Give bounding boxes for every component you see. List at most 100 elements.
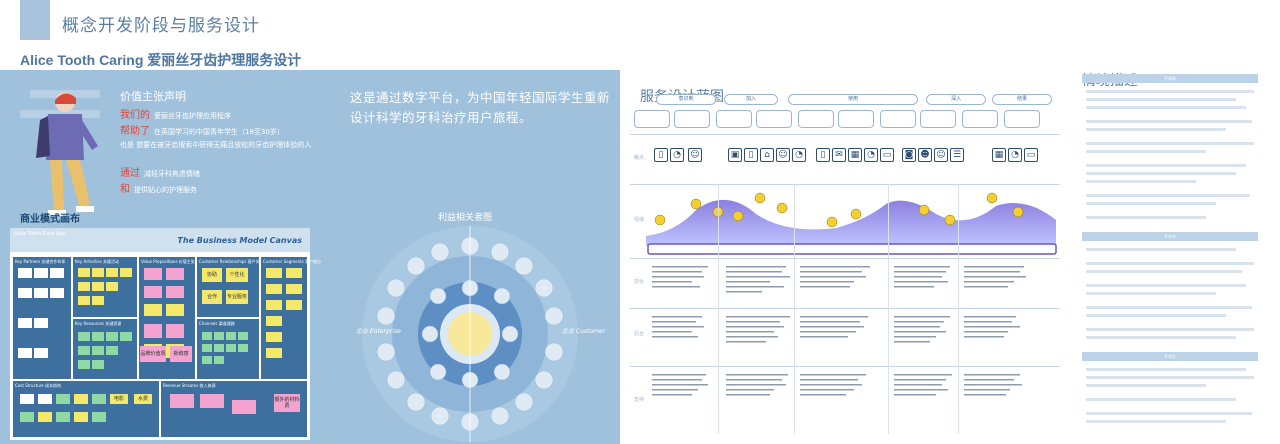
blueprint-step-box [674,110,710,128]
sticky-note [166,304,184,316]
sticky-note [78,346,90,355]
project-title: Alice Tooth Caring 爱丽丝牙齿护理服务设计 [20,52,302,68]
sticky-note [106,268,118,277]
scenario-text-line [1086,262,1254,265]
bmc-header: Alice Tooth Care App The Business Model … [10,228,310,252]
sticky-note [286,284,302,294]
doctor-icon: ☻ [918,148,932,162]
message-icon: ✉ [832,148,846,162]
phone-icon: ▯ [816,148,830,162]
sticky-note [50,268,64,278]
sticky-note [92,332,104,341]
sticky-note [232,400,256,414]
service-blueprint: 意识到 加入 使用 深入 结果 触点 情绪 前台 后台 支持 ▯ ◔ ☺ ▣ ▯… [630,86,1060,442]
sticky-note [106,346,118,355]
chat-icon: ◔ [670,148,684,162]
chat-icon: ◔ [864,148,878,162]
phone-icon: ▯ [654,148,668,162]
phone-icon: ▯ [744,148,758,162]
scenario-text-line [1086,420,1226,423]
sticky-note [92,360,104,369]
scenario-text-line [1086,284,1246,287]
column-divider [888,184,889,434]
business-model-canvas: Alice Tooth Care App The Business Model … [10,228,321,440]
sticky-note-movie: 电影 [110,394,128,404]
lane-label: 情绪 [633,217,644,223]
value-prop-line: 我们的爱丽丝牙齿护理应用程序 [120,110,231,121]
scenario-text-line [1086,194,1250,197]
scenario-text-line [1086,142,1254,145]
people-icon: ☺ [688,148,702,162]
sticky-note [144,304,162,316]
scenario-text-line [1086,164,1246,167]
scenario-text-line [1086,172,1236,175]
blueprint-text-blocks [652,266,1026,396]
scenario-text-line [1086,128,1226,131]
sticky-note [286,300,302,310]
sticky-note [266,268,282,278]
scenario-text-line [1086,180,1196,183]
scenario-head-before: 手术前 [1082,74,1258,83]
sticky-note [50,288,64,298]
lane-divider [630,134,1060,135]
blueprint-step-box [920,110,956,128]
lane-label: 后台 [633,331,644,337]
sticky-note [202,344,212,352]
header-accent-block [20,0,50,40]
stakeholder-map [362,226,578,442]
people-icon: ☺ [934,148,948,162]
scenario-column: 手术前 手术中 手术后 [1082,70,1258,442]
sticky-note [74,412,88,422]
scenario-text-line [1086,90,1254,93]
sticky-note [214,332,224,340]
blueprint-step-box [798,110,834,128]
calendar-icon: ▦ [992,148,1006,162]
bus-icon: ▣ [728,148,742,162]
sticky-note [92,268,104,277]
scenario-text-line [1086,248,1236,251]
people-icon: ☺ [776,148,790,162]
blueprint-step-box [880,110,916,128]
sticky-note [238,344,248,352]
lane-divider [630,308,1060,309]
scenario-text-line [1086,412,1252,415]
scenario-head-after: 手术后 [1082,352,1258,361]
sticky-note-personalized: 个性化 [226,268,248,282]
sticky-note [92,296,104,305]
scenario-text-line [1086,150,1206,153]
sticky-note [56,412,70,422]
sticky-note [226,332,236,340]
blueprint-stage: 使用 [788,94,918,105]
sticky-note [78,296,90,305]
sticky-note [166,268,184,280]
concept-panel: 价值主张声明 我们的爱丽丝牙齿护理应用程序 帮助了在英国学习的中国青年学生（18… [0,70,620,444]
monitor-icon: ▭ [880,148,894,162]
scenario-text-line [1086,336,1236,339]
blueprint-stage: 意识到 [656,94,716,105]
scenario-text-line [1086,106,1246,109]
sticky-note [166,286,184,298]
sticky-note [266,316,282,326]
blueprint-step-box [756,110,792,128]
bmc-label: 商业模式画布 [20,214,80,225]
sticky-note [144,268,162,280]
scenario-text-line [1086,98,1236,101]
sticky-note [92,394,106,404]
page-title: 概念开发阶段与服务设计 [62,16,260,36]
value-prop-title: 价值主张声明 [120,90,186,103]
scenario-text-line [1086,398,1236,401]
sticky-note [78,360,90,369]
sticky-note [18,348,32,358]
scenario-text-line [1086,120,1252,123]
sticky-note [266,300,282,310]
tagline: 这是通过数字平台，为中国年轻国际学生重新设计科学的牙科治疗用户旅程。 [350,90,611,125]
sticky-note [78,268,90,277]
sticky-note [200,394,224,408]
sticky-note [202,332,212,340]
camera-icon: ◙ [902,148,916,162]
sticky-note [20,412,34,422]
column-divider [794,184,795,434]
sticky-note [18,288,32,298]
sticky-note [20,394,34,404]
sticky-note [166,324,184,338]
